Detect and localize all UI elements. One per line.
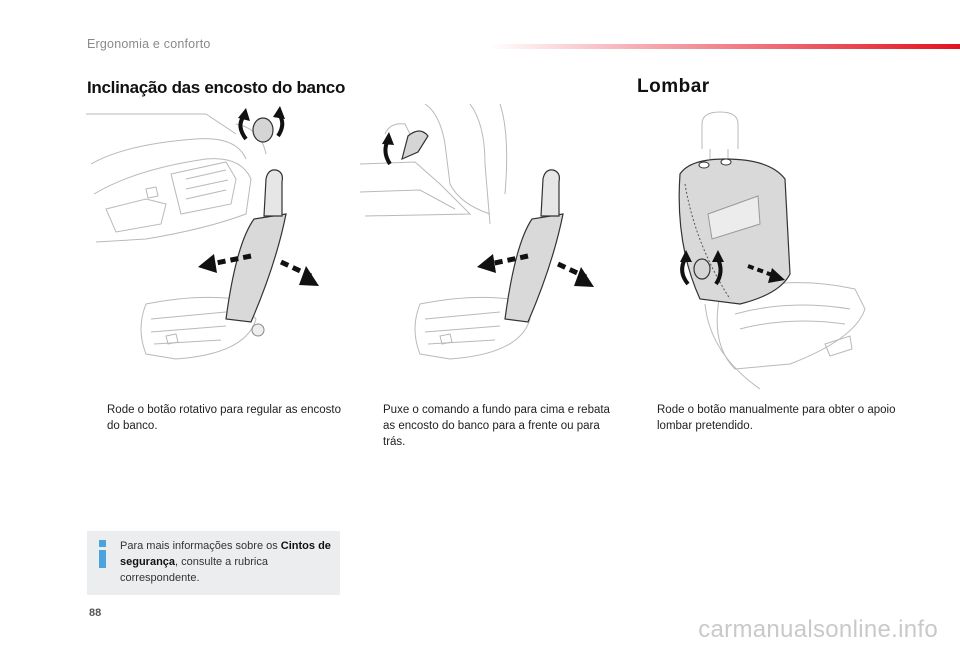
info-icon	[99, 540, 107, 586]
seat-recline-title: Inclinação das encosto do banco	[87, 78, 346, 97]
instruction-text: Rode o botão manualmente para obter o ap…	[657, 404, 896, 432]
seat-belts-reference: Cintos de segurança	[120, 540, 331, 568]
instruction-text: Rode o botão rotativo para regular as en…	[107, 404, 341, 432]
lumbar-title: Lombar	[637, 76, 710, 97]
page-number: 88	[89, 607, 102, 619]
seat-recline-knob-illustration	[86, 106, 319, 360]
instruction-lever: Puxe o comando a fundo para cima e rebat…	[364, 402, 623, 450]
instruction-rotary-knob: Rode o botão rotativo para regular as en…	[88, 402, 342, 434]
instruction-lumbar: Rode o botão manualmente para obter o ap…	[638, 402, 902, 434]
info-box: Para mais informações sobre os Cintos de…	[87, 531, 340, 595]
seat-recline-lever-illustration	[360, 104, 594, 360]
lumbar-knob-illustration	[678, 111, 866, 390]
watermark: carmanualsonline.info	[698, 616, 938, 643]
instruction-text: Puxe o comando a fundo para cima e rebat…	[383, 404, 610, 448]
section-header: Ergonomia e conforto	[87, 37, 211, 51]
header-accent-bar	[490, 44, 960, 49]
info-text: Para mais informações sobre os Cintos de…	[120, 540, 331, 584]
